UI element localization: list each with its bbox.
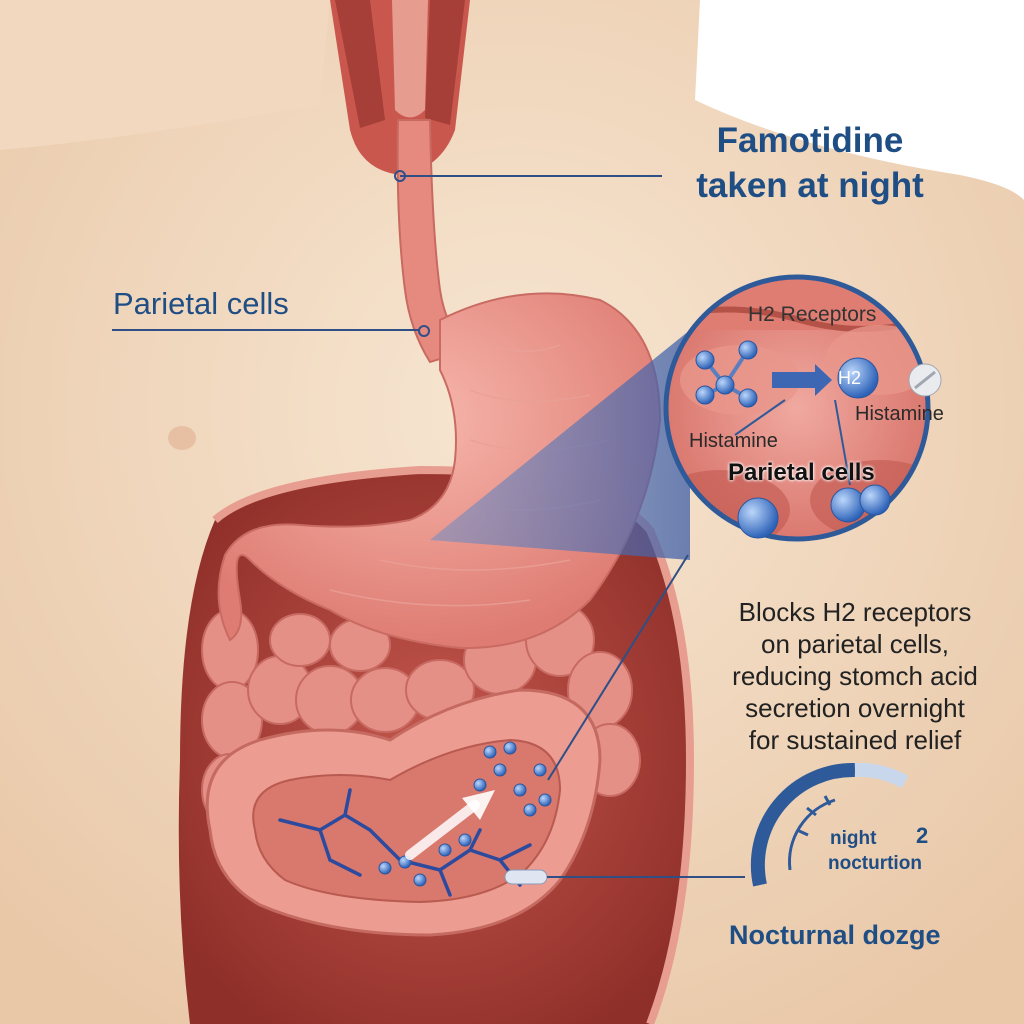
clock-line1: night	[830, 828, 877, 849]
histamine-label-right: Histamine	[855, 403, 944, 425]
zoom-parietal-cells-label: Parietal cells	[728, 459, 875, 486]
nipple	[168, 426, 196, 450]
h2-badge-label: H2	[838, 368, 862, 388]
absorption-arrowhead	[462, 790, 495, 820]
binding-arrow	[772, 364, 832, 396]
pill-capsule	[504, 869, 548, 885]
mechanism-description: Blocks H2 receptors on parietal cells, r…	[732, 597, 978, 755]
leader-parietal-dot	[418, 325, 430, 337]
absorption-arrow	[405, 800, 480, 860]
neck-muscle-left	[335, 0, 385, 128]
trachea	[392, 0, 428, 118]
histamine-label-left: Histamine	[689, 430, 778, 452]
clock-number: 2	[916, 823, 929, 848]
molecule-cluster	[378, 741, 552, 887]
neck-muscle-right	[425, 0, 465, 125]
night-clock	[750, 762, 909, 887]
leader-description	[547, 554, 689, 781]
nocturnal-dose-label: Nocturnal dozge	[729, 920, 941, 950]
title-label: Famotidine taken at night	[696, 121, 924, 205]
pointer-right	[834, 399, 851, 486]
clock-line2: nocturtion	[828, 853, 922, 874]
pointer-left	[734, 399, 786, 436]
h2-receptor-badge	[837, 357, 879, 399]
h2-receptors-label: H2 Receptors	[748, 303, 877, 326]
parietal-cells-label: Parietal cells	[113, 286, 289, 321]
zoom-beam	[430, 330, 690, 560]
leader-title-dot	[394, 170, 406, 182]
